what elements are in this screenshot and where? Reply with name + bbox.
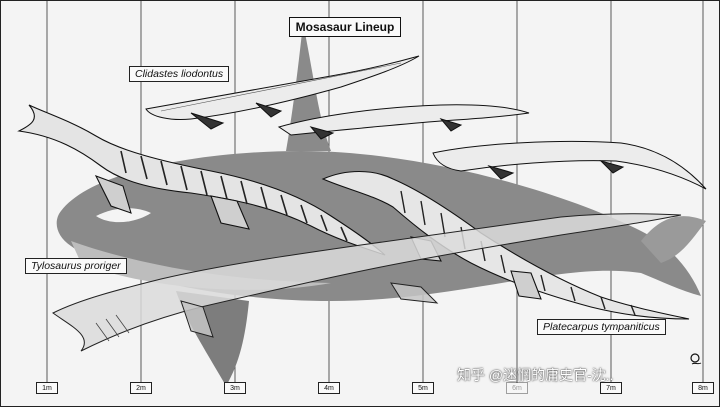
watermark-text: 知乎 @迷惘的庸史官-沈.. xyxy=(457,367,614,383)
scale-mark-2m: 2m xyxy=(130,382,152,394)
label-clidastes: Clidastes liodontus xyxy=(129,66,230,82)
scale-mark-5m: 5m xyxy=(412,382,434,394)
tylosaurus-figure xyxy=(17,104,386,256)
scale-mark-4m: 4m xyxy=(318,382,340,394)
scale-mark-1m: 1m xyxy=(36,382,58,394)
scale-mark-7m: 7m xyxy=(600,382,622,394)
clidastes-figure xyxy=(145,55,420,130)
scale-mark-3m: 3m xyxy=(224,382,246,394)
label-tylosaurus: Tylosaurus proriger xyxy=(25,258,127,274)
scale-mark-6m: 6m xyxy=(506,382,528,394)
tylosaurus-lower-figure xyxy=(52,213,682,352)
scale-mark-8m: 8m xyxy=(692,382,714,394)
label-platecarpus: Platecarpus tympaniticus xyxy=(537,319,666,335)
clidastes-figure-3 xyxy=(432,140,707,190)
clidastes-figure-2 xyxy=(277,104,530,140)
artist-signature-icon xyxy=(690,353,702,365)
diagram-title: Mosasaur Lineup xyxy=(289,17,401,37)
